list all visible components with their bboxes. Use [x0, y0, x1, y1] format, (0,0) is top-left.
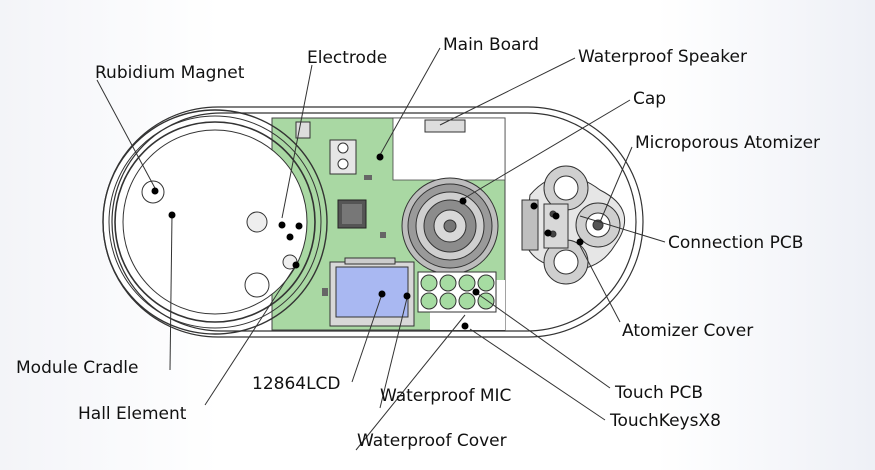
label-electrode: Electrode: [307, 48, 387, 68]
leader-lines: [96, 47, 666, 451]
label-12864lcd: 12864LCD: [252, 374, 341, 394]
touch-keys: [417, 271, 497, 313]
label-waterproof-mic: Waterproof MIC: [380, 386, 511, 406]
label-cap: Cap: [633, 89, 666, 109]
label-atomizer-cover: Atomizer Cover: [622, 321, 753, 341]
label-waterproof-cover: Waterproof Cover: [357, 431, 507, 451]
labels: Rubidium Magnet Electrode Main Board Wat…: [16, 35, 820, 451]
label-microporous-atomizer: Microporous Atomizer: [635, 133, 820, 153]
lcd-module: [329, 257, 415, 327]
label-waterproof-speaker: Waterproof Speaker: [578, 47, 747, 67]
label-touch-keys: TouchKeysX8: [609, 411, 721, 431]
label-connection-pcb: Connection PCB: [668, 233, 803, 253]
label-touch-pcb: Touch PCB: [614, 383, 703, 403]
label-rubidium-magnet: Rubidium Magnet: [95, 63, 245, 83]
label-module-cradle: Module Cradle: [16, 358, 138, 378]
label-hall-element: Hall Element: [78, 404, 187, 424]
label-main-board: Main Board: [443, 35, 539, 55]
marker-dots: [151, 153, 584, 330]
waterproof-speaker: [401, 119, 499, 275]
